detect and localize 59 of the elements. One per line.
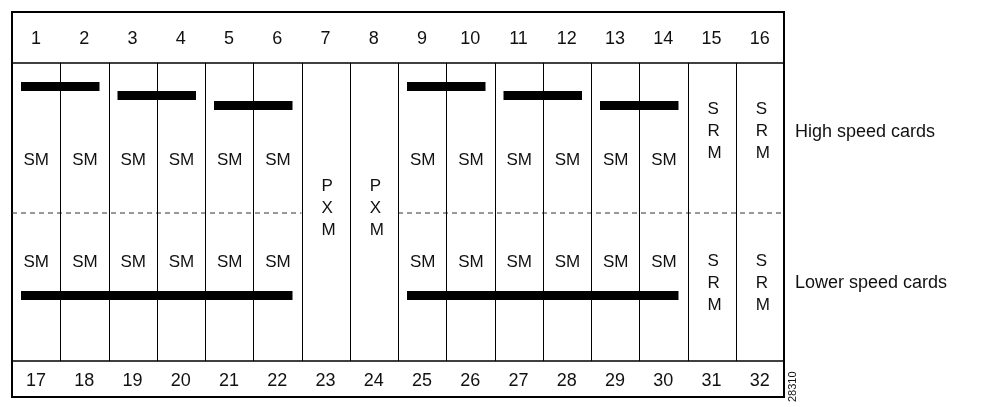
slot-number: 30 — [652, 369, 675, 391]
slot-number: 28 — [555, 369, 578, 391]
slot-number: 8 — [367, 27, 380, 49]
slot-number: 2 — [78, 27, 91, 49]
slot-number: 22 — [266, 369, 289, 391]
card-label: SM — [264, 251, 292, 273]
card-label: SM — [457, 149, 485, 171]
slot-number: 23 — [314, 369, 337, 391]
slot-number: 5 — [223, 27, 235, 49]
card-label: SM — [167, 251, 196, 273]
slot-number: 13 — [604, 27, 626, 49]
card-label: SM — [215, 251, 244, 273]
card-label: SM — [71, 149, 99, 171]
slot-number: 17 — [25, 369, 47, 391]
slot-number: 14 — [652, 27, 675, 49]
card-label: SM — [264, 149, 292, 171]
card-label: SM — [71, 251, 99, 273]
figure-number: 28310 — [786, 371, 798, 402]
card-label: SM — [601, 251, 630, 273]
card-label: SM — [601, 149, 630, 171]
card-label: SM — [505, 251, 533, 273]
row-label: Lower speed cards — [795, 272, 948, 293]
slot-number: 27 — [507, 369, 530, 391]
slot-number: 20 — [169, 369, 192, 391]
card-label: SM — [457, 251, 485, 273]
slot-number: 18 — [73, 369, 96, 391]
card-label: SM — [408, 149, 437, 171]
card-label: SM — [408, 251, 437, 273]
card-label: SM — [167, 149, 196, 171]
card-label: SM — [650, 149, 678, 171]
slot-number: 1 — [30, 27, 42, 49]
slot-number: 24 — [362, 369, 385, 391]
card-label: SM — [119, 149, 147, 171]
slot-number: 25 — [411, 369, 433, 391]
card-label: SM — [553, 149, 582, 171]
slot-number: 15 — [700, 27, 723, 49]
slot-number: 12 — [555, 27, 578, 49]
card-label: SM — [22, 251, 50, 273]
slot-number: 29 — [604, 369, 626, 391]
slot-number: 10 — [459, 27, 482, 49]
card-label: SM — [22, 149, 50, 171]
slot-number: 26 — [459, 369, 482, 391]
slot-number: 16 — [748, 27, 771, 49]
slot-number: 19 — [121, 369, 144, 391]
slot-number: 3 — [126, 27, 139, 49]
slot-number: 31 — [700, 369, 723, 391]
card-label: SM — [505, 149, 533, 171]
slot-number: 21 — [218, 369, 240, 391]
slot-number: 7 — [319, 27, 332, 49]
slot-number: 6 — [271, 27, 284, 49]
row-label: High speed cards — [795, 121, 936, 142]
card-label: SM — [650, 251, 678, 273]
slot-number: 4 — [174, 27, 187, 49]
card-label: SM — [553, 251, 582, 273]
slot-number: 9 — [416, 27, 428, 49]
card-label: SM — [215, 149, 244, 171]
slot-number: 32 — [748, 369, 771, 391]
card-label: SM — [119, 251, 147, 273]
slot-number: 11 — [508, 27, 529, 49]
